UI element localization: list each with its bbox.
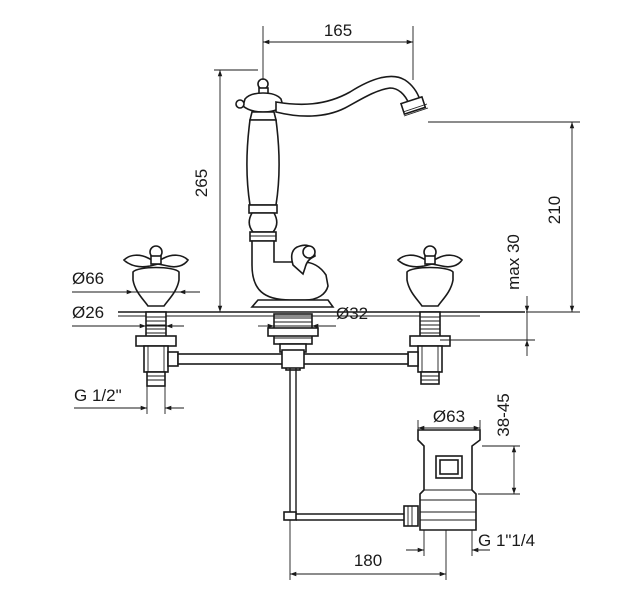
dim-inlet-thread: G 1/2" <box>74 386 184 414</box>
dim-shank-diameter: Ø26 <box>72 303 184 329</box>
dim-spout-height: 210 <box>428 121 580 313</box>
label-rod-length: 180 <box>354 551 382 570</box>
dim-spout-reach: 165 <box>262 21 414 80</box>
dim-total-height: 265 <box>192 69 258 313</box>
label-drain-length: 38-45 <box>494 393 513 436</box>
connector-pipe <box>177 349 409 369</box>
label-inlet-thread: G 1/2" <box>74 386 122 405</box>
label-deck-thickness: max 30 <box>504 234 523 290</box>
dim-drain-length: 38-45 <box>478 393 520 495</box>
dim-deck-thickness: max 30 <box>440 234 535 356</box>
right-cross-handle-valve <box>396 245 464 385</box>
pop-up-drain <box>417 429 481 531</box>
label-spout-base-diameter: Ø32 <box>336 304 368 323</box>
label-shank-diameter: Ø26 <box>72 303 104 322</box>
dim-drain-thread: G 1"1/4 <box>406 530 535 556</box>
dim-spout-base-diameter: Ø32 <box>258 304 368 329</box>
label-drain-thread: G 1"1/4 <box>478 531 535 550</box>
dim-rod-length: 180 <box>289 520 447 580</box>
dim-drain-diameter: Ø63 <box>417 407 481 431</box>
label-handle-diameter: Ø66 <box>72 269 104 288</box>
faucet-body <box>235 75 429 308</box>
pop-up-rod <box>283 368 419 527</box>
label-spout-height: 210 <box>545 196 564 224</box>
label-drain-diameter: Ø63 <box>433 407 465 426</box>
label-spout-reach: 165 <box>324 21 352 40</box>
label-total-height: 265 <box>192 169 211 197</box>
dim-handle-diameter: Ø66 <box>72 269 200 295</box>
